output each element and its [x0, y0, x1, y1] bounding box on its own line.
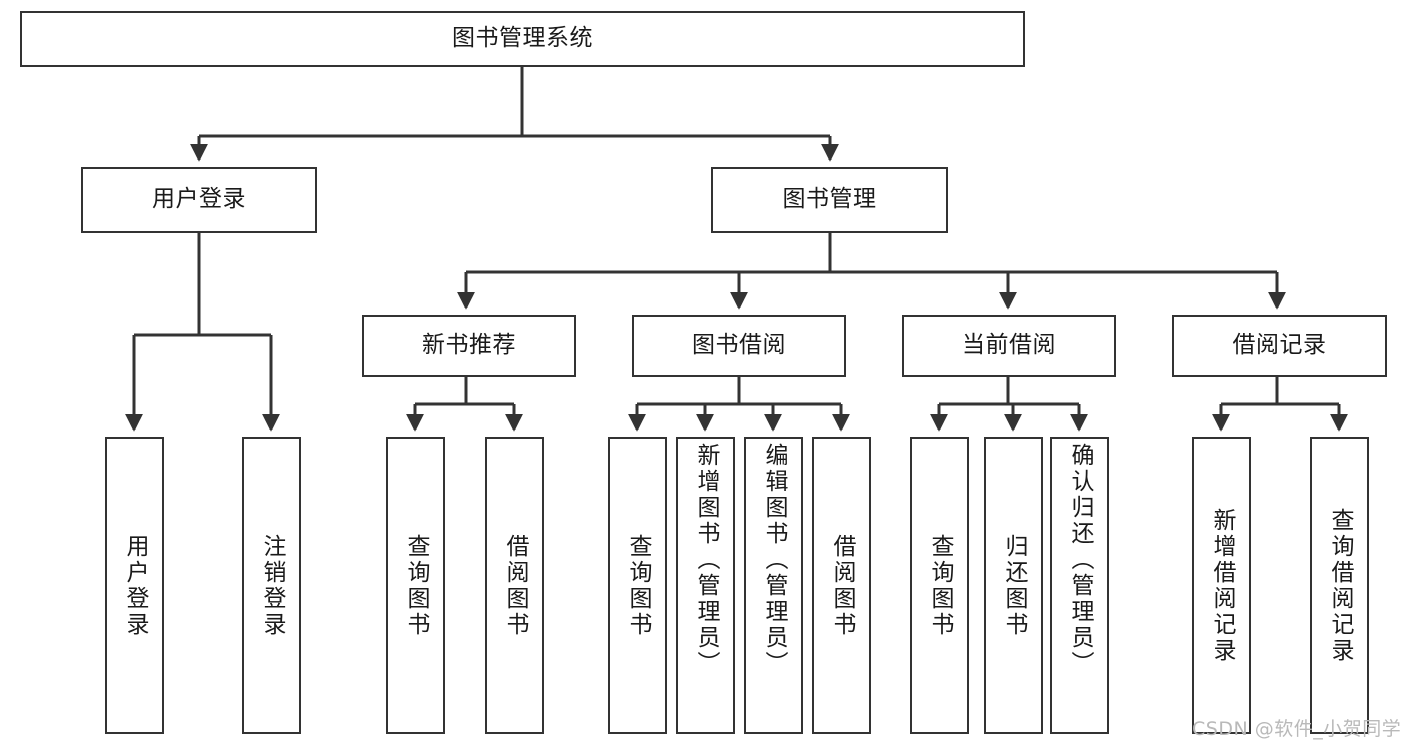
node-new-book-recommend[interactable]: 新书推荐	[362, 315, 576, 377]
node-leaf-edit-book-label: 编辑图书（管理员）	[761, 443, 787, 677]
node-leaf-add-book-label: 新增图书（管理员）	[693, 443, 719, 677]
node-new-book-recommend-label: 新书推荐	[422, 332, 516, 359]
node-leaf-borrow-book-2-label: 借阅图书	[829, 533, 855, 638]
node-user-login[interactable]: 用户登录	[81, 167, 317, 233]
node-leaf-query-book-3-label: 查询图书	[927, 533, 953, 638]
node-leaf-add-record-label: 新增借阅记录	[1209, 507, 1235, 664]
node-leaf-borrow-book-2[interactable]: 借阅图书	[812, 437, 871, 734]
node-leaf-confirm-return[interactable]: 确认归还（管理员）	[1050, 437, 1109, 734]
node-leaf-return-book[interactable]: 归还图书	[984, 437, 1043, 734]
node-leaf-edit-book[interactable]: 编辑图书（管理员）	[744, 437, 803, 734]
node-leaf-query-book-3[interactable]: 查询图书	[910, 437, 969, 734]
node-book-borrow[interactable]: 图书借阅	[632, 315, 846, 377]
node-borrow-record-label: 借阅记录	[1232, 332, 1327, 359]
node-leaf-query-book-2[interactable]: 查询图书	[608, 437, 667, 734]
node-leaf-user-login-label: 用户登录	[122, 533, 148, 638]
node-current-borrow-label: 当前借阅	[962, 332, 1056, 359]
node-borrow-record[interactable]: 借阅记录	[1172, 315, 1387, 377]
node-leaf-add-record[interactable]: 新增借阅记录	[1192, 437, 1251, 734]
node-leaf-query-book-1-label: 查询图书	[403, 533, 429, 638]
node-user-login-label: 用户登录	[152, 186, 246, 213]
node-leaf-query-record-label: 查询借阅记录	[1327, 507, 1353, 664]
node-leaf-confirm-return-label: 确认归还（管理员）	[1067, 443, 1093, 677]
node-book-management-label: 图书管理	[782, 186, 877, 213]
node-leaf-user-login[interactable]: 用户登录	[105, 437, 164, 734]
csdn-watermark: CSDN @软件_小贺同学	[1192, 718, 1402, 740]
node-leaf-return-book-label: 归还图书	[1001, 533, 1027, 638]
node-book-borrow-label: 图书借阅	[692, 332, 786, 359]
node-leaf-query-record[interactable]: 查询借阅记录	[1310, 437, 1369, 734]
node-leaf-borrow-book-1-label: 借阅图书	[502, 533, 528, 638]
node-book-management[interactable]: 图书管理	[711, 167, 948, 233]
node-root[interactable]: 图书管理系统	[20, 11, 1025, 67]
node-leaf-query-book-1[interactable]: 查询图书	[386, 437, 445, 734]
node-leaf-query-book-2-label: 查询图书	[625, 533, 651, 638]
node-root-label: 图书管理系统	[452, 25, 593, 52]
node-leaf-borrow-book-1[interactable]: 借阅图书	[485, 437, 544, 734]
node-leaf-user-logout-label: 注销登录	[259, 533, 285, 638]
node-current-borrow[interactable]: 当前借阅	[902, 315, 1116, 377]
node-leaf-add-book[interactable]: 新增图书（管理员）	[676, 437, 735, 734]
node-leaf-user-logout[interactable]: 注销登录	[242, 437, 301, 734]
